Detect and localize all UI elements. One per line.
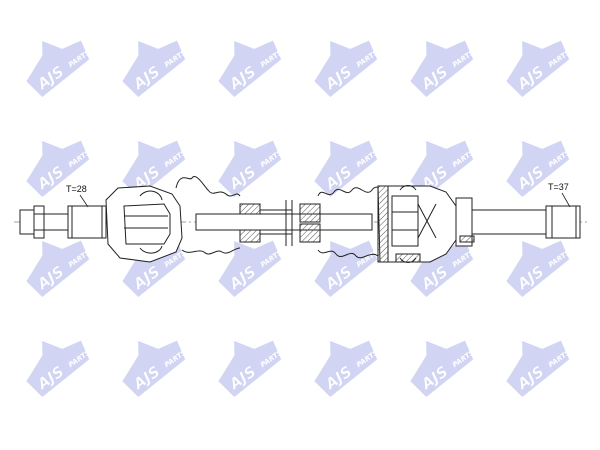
left-spline-end	[19, 205, 107, 239]
intermediate-shaft	[195, 200, 373, 246]
right-spline-leader	[561, 192, 571, 208]
left-cv-joint	[105, 185, 183, 263]
right-tripod-joint	[377, 185, 457, 263]
left-spline-label: T=28	[66, 184, 87, 194]
left-spline-leader	[79, 194, 89, 208]
right-boot	[299, 185, 383, 259]
right-spline-label: T=37	[548, 182, 569, 192]
right-spline-end	[455, 197, 581, 247]
